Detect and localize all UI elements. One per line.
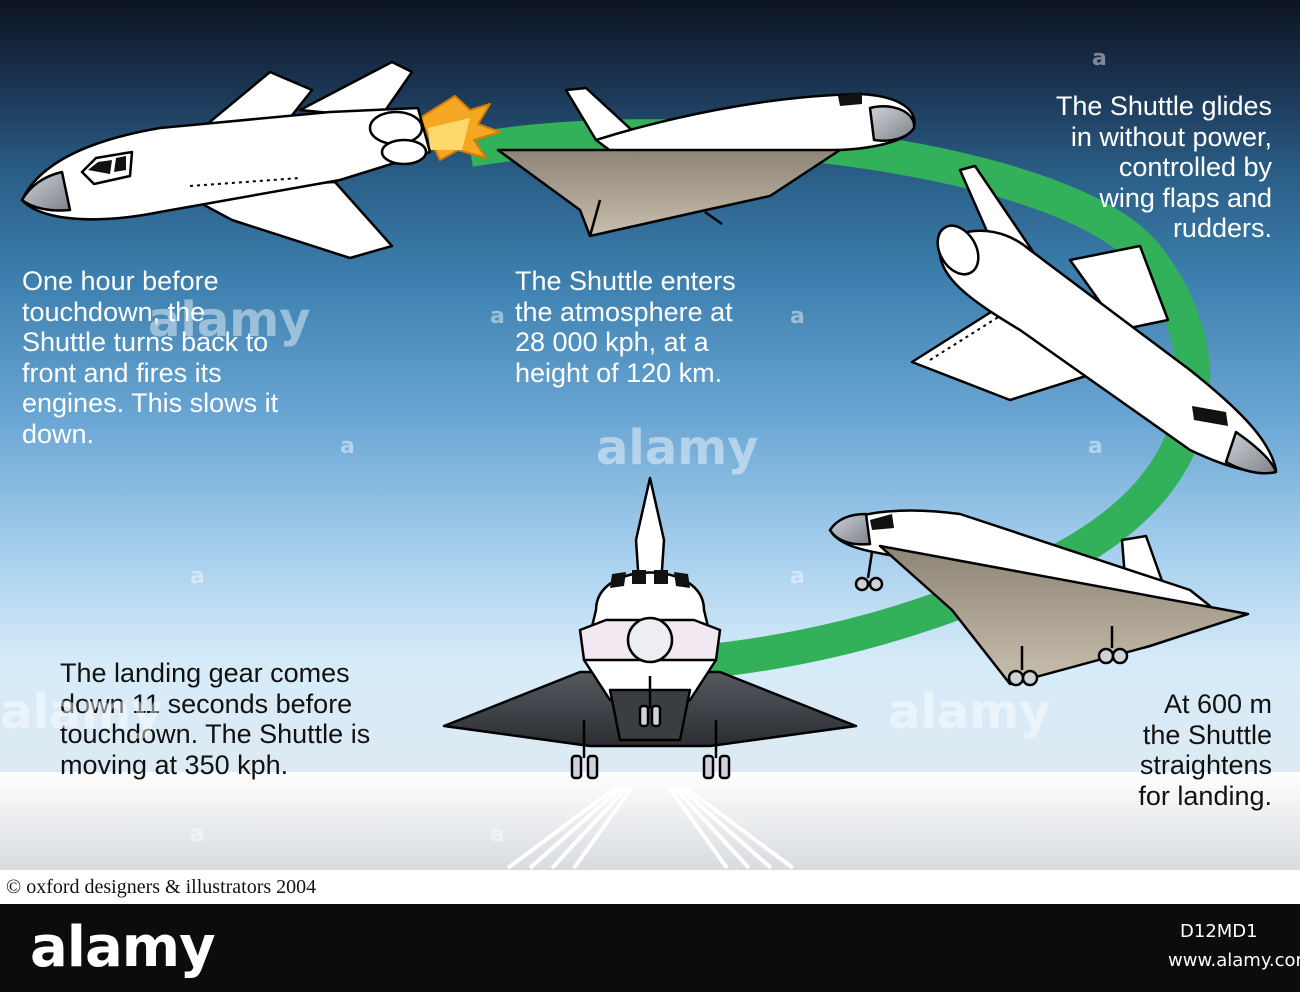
shuttle-front-view (442, 476, 858, 780)
alamy-logo: alamy (30, 915, 216, 980)
watermark-mark: a (490, 822, 505, 847)
shuttle-gliding (910, 164, 1278, 475)
watermark-mark: a (790, 304, 805, 329)
caption-glides: The Shuttle glides in without power, con… (1055, 91, 1272, 243)
watermark-mark: a (190, 564, 205, 589)
shuttle-firing-engines (20, 60, 501, 260)
caption-landing-gear: The landing gear comes down 11 seconds b… (60, 658, 371, 780)
watermark-mark: a (490, 304, 505, 329)
watermark-mark: a (340, 434, 355, 459)
caption-straightens: At 600 m the Shuttle straightens for lan… (1138, 689, 1272, 811)
watermark-mark: alamy (148, 292, 311, 348)
shuttle-entering-atmosphere (496, 86, 916, 238)
landing-gear (854, 551, 1129, 687)
image-id: D12MD1 (1180, 921, 1258, 942)
watermark-mark: a (790, 564, 805, 589)
watermark-mark: a (190, 822, 205, 847)
watermark-mark: a (1092, 46, 1107, 71)
watermark-mark: alamy (0, 684, 163, 740)
watermark-mark: a (1088, 434, 1103, 459)
site-url: www.alamy.com (1168, 950, 1300, 971)
watermark-mark: alamy (596, 420, 759, 476)
front-landing-gear (570, 676, 731, 780)
runway-stripes (506, 784, 795, 870)
watermark-footer (0, 904, 1300, 992)
copyright-credit: © oxford designers & illustrators 2004 (6, 876, 317, 898)
credit-band (0, 870, 1300, 904)
watermark-mark: alamy (888, 684, 1051, 740)
diagram-artwork (20, 60, 1278, 870)
caption-turn-back: One hour before touchdown, the Shuttle t… (22, 266, 279, 449)
shuttle-straightening (828, 509, 1250, 687)
runway-ground (0, 772, 1300, 870)
caption-enters-atmosphere: The Shuttle enters the atmosphere at 28 … (515, 266, 736, 388)
